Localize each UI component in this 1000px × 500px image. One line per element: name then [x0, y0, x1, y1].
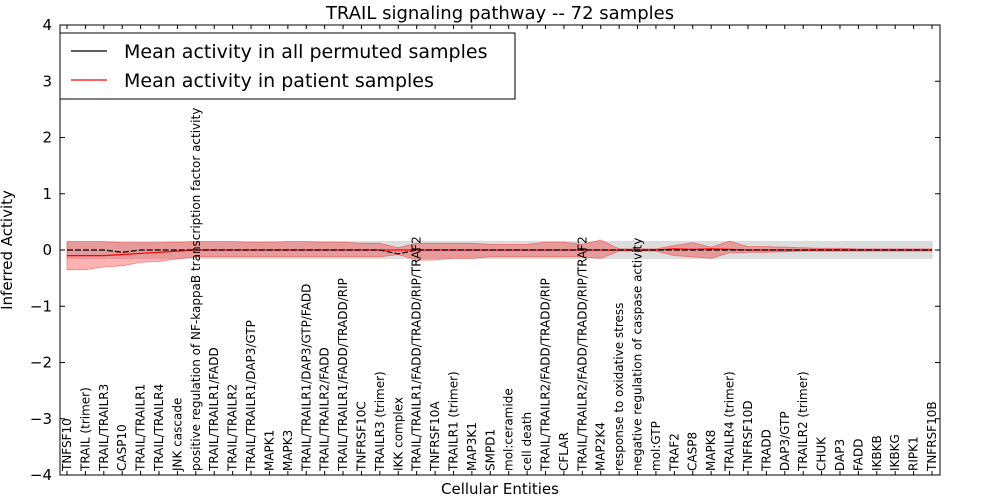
x-tick-label: TNFSF10 [60, 418, 74, 472]
x-tick-label: CASP8 [686, 432, 700, 471]
x-tick-label: TNFRSF10A [428, 401, 442, 472]
band-patient [66, 239, 933, 271]
chart-title: TRAIL signaling pathway -- 72 samples [325, 3, 674, 24]
x-tick-label: TRAILR4 (trimer) [723, 371, 737, 472]
series-line-permuted [67, 249, 932, 255]
x-tick-label: TRAF2 [667, 433, 681, 472]
x-tick-label: DAP3 [833, 439, 847, 471]
y-axis-label: Inferred Activity [0, 190, 16, 310]
x-axis-label: Cellular Entities [441, 480, 559, 498]
x-tick-label: TRAIL/TRAILR1/FADD/TRADD/RIP/TRAF2 [410, 236, 424, 472]
y-tick-label: 4 [42, 16, 52, 34]
x-tick-label: MAP2K4 [594, 422, 608, 471]
legend-label: Mean activity in all permuted samples [124, 41, 487, 63]
plot-frame [59, 24, 941, 476]
x-tick-label: IKK complex [391, 397, 405, 471]
y-tick-label: −2 [30, 354, 52, 372]
x-tick-label: TRAIL/TRAILR2/FADD/TRADD/RIP/TRAF2 [575, 236, 589, 472]
x-tick-label: mol:ceramide [502, 388, 516, 471]
x-tick-label: TRAILR3 (trimer) [373, 371, 387, 472]
x-tick-label: MAPK3 [281, 430, 295, 471]
x-tick-label: IKBKG [888, 434, 902, 471]
x-tick-label: FADD [851, 439, 865, 472]
legend-box [59, 32, 516, 100]
x-tick-label: DAP3/GTP [778, 411, 792, 471]
x-tick-label: TRAIL/TRAILR1 [134, 384, 148, 472]
x-tick-label: TNFRSF10D [741, 400, 755, 472]
y-tick-label: 0 [42, 241, 52, 259]
x-tick-label: response to oxidative stress [612, 303, 626, 471]
x-tick-label: CFLAR [557, 432, 571, 471]
x-tick-label: TNFRSF10C [355, 401, 369, 472]
x-tick-label: TRAILR2 (trimer) [796, 371, 810, 472]
y-tick-label: −1 [30, 297, 52, 315]
x-tick-label: TRAIL/TRAILR1/FADD/TRADD/RIP [336, 278, 350, 472]
x-tick-label: TRAIL/TRAILR4 [152, 384, 166, 472]
axis-ticks: −4 −3 −2 −1 0 1 2 3 4 [30, 16, 940, 484]
x-tick-label: MAPK8 [704, 430, 718, 471]
y-tick-label: −4 [30, 466, 52, 484]
series-lines [67, 248, 932, 257]
legend: Mean activity in all permuted samplesMea… [59, 32, 516, 100]
x-tick-label: MAP3K1 [465, 422, 479, 471]
x-tick-label: TRAIL/TRAILR2/FADD [318, 347, 332, 472]
x-tick-label: TRAIL/TRAILR3 [97, 384, 111, 472]
x-tick-label: TRAIL/TRAILR2/FADD/TRADD/RIP [539, 278, 553, 472]
x-tick-label: TRAIL/TRAILR2 [226, 384, 240, 472]
x-tick-label: TRAILR1 (trimer) [447, 371, 461, 472]
x-tick-label: RIPK1 [907, 436, 921, 471]
x-tick-label: TRAIL/TRAILR1/FADD [207, 347, 221, 472]
x-tick-label: CASP10 [115, 424, 129, 471]
y-tick-label: 2 [42, 129, 52, 147]
x-tick-label: TRAIL/TRAILR1/DAP3/GTP [244, 320, 258, 472]
x-tick-label: TRAIL/TRAILR1/DAP3/GTP/FADD [299, 284, 313, 472]
x-tick-label: TNFRSF10B [925, 401, 939, 472]
x-tick-label: TRAIL (trimer) [78, 387, 92, 472]
x-tick-label: CHUK [815, 436, 829, 471]
x-tick-label: IKBKB [870, 435, 884, 471]
x-tick-label: cell death [520, 412, 534, 471]
x-tick-label: JNK cascade [170, 398, 184, 472]
x-tick-label: SMPD1 [483, 429, 497, 471]
x-tick-label: TRADD [759, 429, 773, 472]
x-tick-label: MAPK1 [262, 430, 276, 471]
legend-label: Mean activity in patient samples [124, 70, 434, 92]
x-tick-label: mol:GTP [649, 421, 663, 471]
y-tick-label: 3 [42, 72, 52, 90]
x-tick-label: negative regulation of caspase activity [631, 238, 645, 471]
x-tick-label: positive regulation of NF-kappaB transcr… [189, 108, 203, 471]
x-tick-labels: TNFSF10 TRAIL (trimer) TRAIL/TRAILR3 CASP10… [60, 108, 939, 472]
y-tick-label: −3 [30, 410, 52, 428]
y-tick-label: 1 [42, 185, 52, 203]
